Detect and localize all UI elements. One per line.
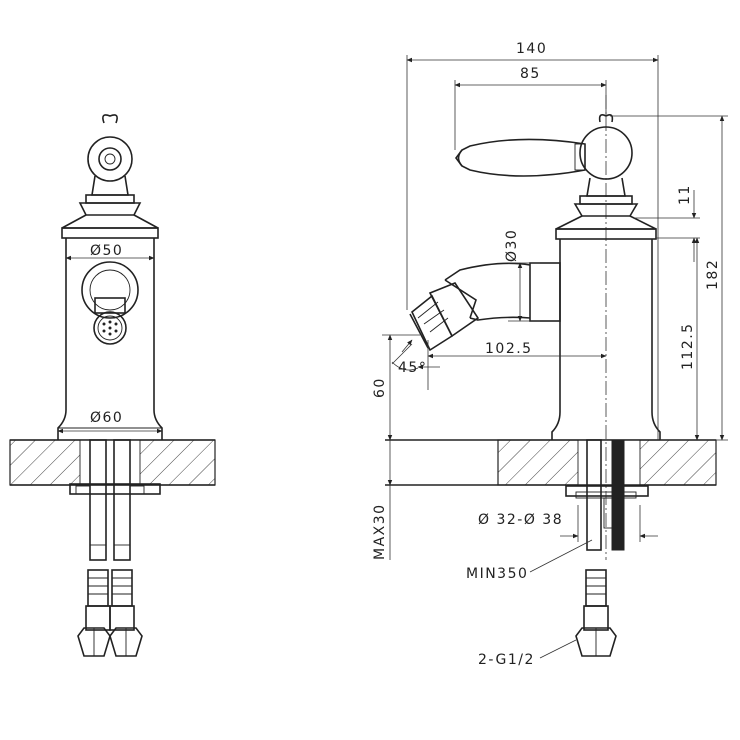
side-view: 140 85 182 11 112.5 [372, 41, 728, 668]
dim-connection-label: 2-G1/2 [478, 652, 535, 668]
dim-overall-length-label: 140 [516, 41, 547, 57]
dim-handle-offset-label: 85 [520, 66, 541, 82]
dim-body-height-label: 112.5 [680, 322, 696, 370]
front-hoses [69, 439, 161, 657]
side-deck [385, 439, 717, 486]
dim-hole-diameter-label: Ø 32-Ø 38 [478, 512, 563, 528]
dim-hole-diameter: Ø 32-Ø 38 [478, 505, 658, 542]
dim-spout-angle: 45° [391, 339, 440, 376]
dim-collar-height-label: 11 [677, 184, 693, 205]
dim-collar-height: 11 [634, 184, 700, 262]
dim-front-width-base-label: Ø60 [90, 410, 123, 426]
dim-deck-thickness-label: MAX30 [372, 503, 388, 560]
side-body [551, 228, 661, 440]
dim-front-width-base: Ø60 [57, 410, 163, 434]
side-handle-lever [455, 138, 586, 177]
dim-spout-height: 60 [372, 334, 420, 441]
dim-overall-height-label: 182 [705, 259, 721, 290]
dim-spout-diameter: Ø30 [504, 229, 540, 322]
dim-handle-offset: 85 [454, 66, 607, 150]
dim-front-width-top: Ø50 [65, 243, 155, 261]
side-spout [409, 262, 561, 352]
front-aerator [81, 261, 139, 345]
dim-deck-thickness: MAX30 [372, 440, 393, 560]
front-handle-knob [61, 114, 159, 229]
dim-spout-reach-label: 102.5 [485, 341, 533, 357]
dim-body-height: 112.5 [680, 237, 700, 441]
front-deck [9, 439, 216, 486]
front-body [57, 227, 163, 440]
dim-spout-angle-label: 45° [398, 360, 427, 376]
front-view: Ø50 Ø60 [9, 114, 216, 657]
side-hose-assembly [565, 439, 649, 657]
dim-spout-reach: 102.5 [427, 340, 607, 390]
dim-overall-height: 182 [610, 115, 728, 441]
dim-front-width-top-label: Ø50 [90, 243, 123, 259]
dim-hose-length: MIN350 [466, 539, 593, 582]
dim-hose-length-label: MIN350 [466, 566, 528, 582]
dim-spout-diameter-label: Ø30 [504, 229, 520, 262]
dim-spout-height-label: 60 [372, 377, 388, 398]
dim-overall-length: 140 [406, 41, 659, 440]
dim-connection: 2-G1/2 [478, 639, 577, 668]
